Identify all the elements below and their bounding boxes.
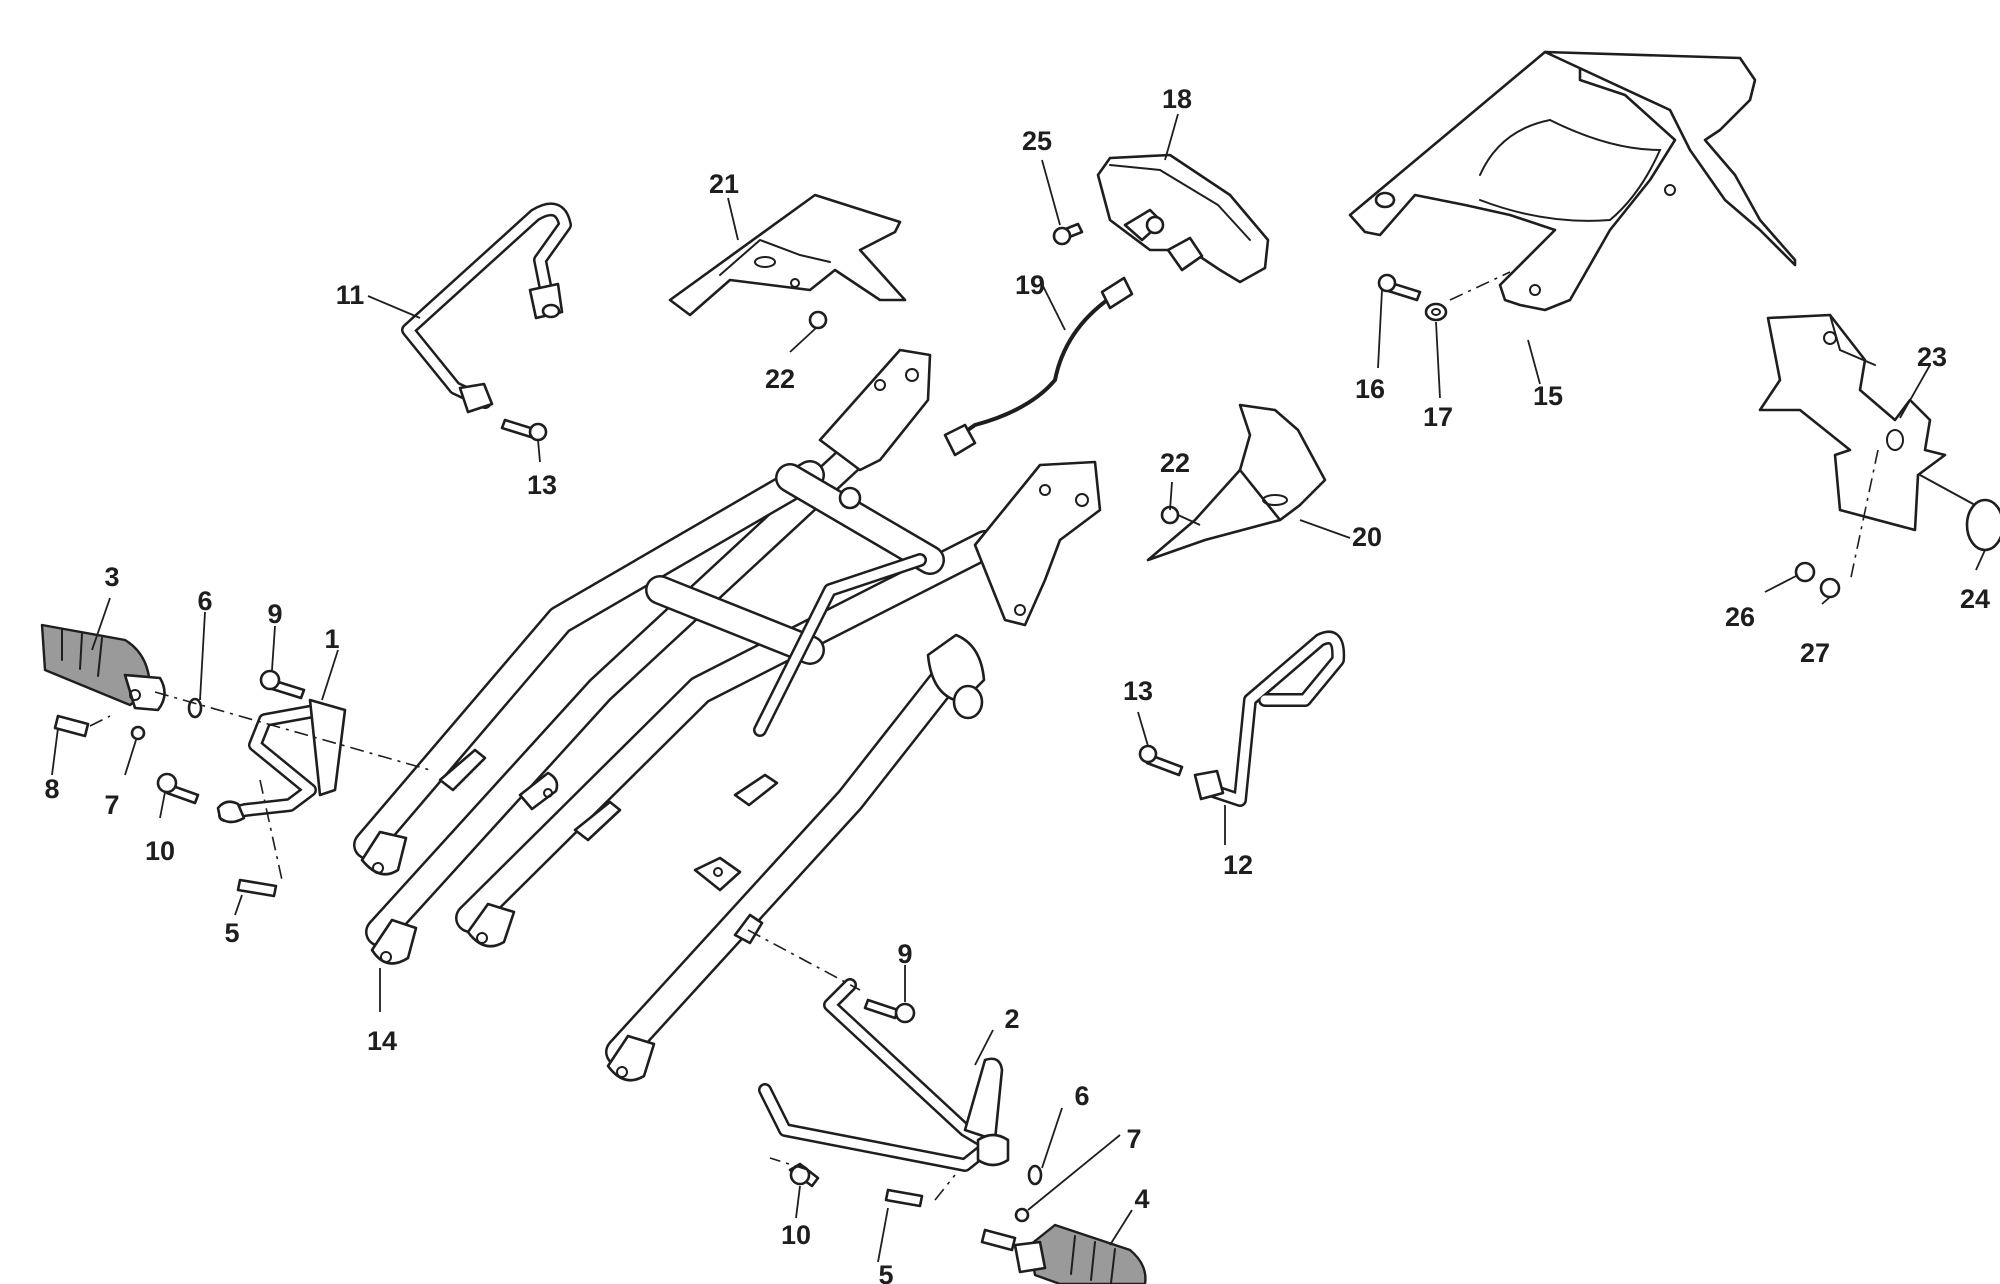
- callout-22b: 22: [1160, 448, 1190, 478]
- bolt-10-left: [156, 772, 200, 805]
- bolt-16: [1377, 273, 1422, 302]
- callout-13a: 13: [527, 470, 557, 500]
- bolt-13-upper: [500, 418, 548, 442]
- washer-27: [1819, 577, 1841, 599]
- bar-11: [401, 202, 572, 414]
- rear-subframe: [353, 348, 1102, 1082]
- callout-10a: 10: [145, 836, 175, 866]
- callout-6a: 6: [197, 586, 212, 616]
- callout-14: 14: [367, 1026, 397, 1056]
- assembly-lines: [89, 271, 1879, 1201]
- nut-26: [1794, 561, 1816, 583]
- spacer-17: [1424, 302, 1448, 322]
- callout-21: 21: [709, 169, 739, 199]
- callout-5b: 5: [878, 1260, 893, 1284]
- callout-3: 3: [104, 562, 119, 592]
- callout-18: 18: [1162, 84, 1192, 114]
- leader-lines: [51, 113, 1986, 1263]
- washer-6-left: [187, 697, 203, 719]
- callout-6b: 6: [1074, 1081, 1089, 1111]
- callouts: 1 2 3 4 5 5 6 6 7 7 8 9 9 10 10 11 12 13…: [44, 84, 1990, 1284]
- callout-9a: 9: [267, 599, 282, 629]
- bolt-13-lower: [1138, 744, 1184, 777]
- pin-5-right: [884, 1188, 924, 1208]
- callout-24: 24: [1960, 584, 1990, 614]
- bar-12: [1193, 630, 1346, 807]
- callout-16: 16: [1355, 374, 1385, 404]
- plate-bracket-23: [1758, 313, 1947, 532]
- callout-27: 27: [1800, 638, 1830, 668]
- nut-22-upper: [808, 310, 828, 330]
- washer-6-right: [1027, 1164, 1043, 1186]
- callout-26: 26: [1725, 602, 1755, 632]
- reflector-24: [1919, 474, 2000, 552]
- callout-15: 15: [1533, 381, 1563, 411]
- ball-7-right: [1014, 1207, 1030, 1223]
- spring-8-left: [53, 714, 90, 738]
- callout-9b: 9: [897, 939, 912, 969]
- callout-20: 20: [1352, 522, 1382, 552]
- callout-25: 25: [1022, 126, 1052, 156]
- callout-13b: 13: [1123, 676, 1153, 706]
- pin-5-left: [236, 878, 278, 898]
- callout-7a: 7: [104, 790, 119, 820]
- callout-2: 2: [1004, 1004, 1019, 1034]
- footpeg-4: [1013, 1223, 1147, 1284]
- footpeg-bracket-1: [216, 698, 347, 824]
- callout-5a: 5: [224, 918, 239, 948]
- cover-21: [668, 193, 907, 317]
- footpeg-3: [40, 623, 166, 712]
- callout-10b: 10: [781, 1220, 811, 1250]
- cover-20: [1146, 403, 1327, 562]
- bolt-9-left: [259, 669, 306, 700]
- callout-1: 1: [324, 624, 339, 654]
- callout-7b: 7: [1126, 1124, 1141, 1154]
- wiring-harness-19: [943, 276, 1134, 457]
- callout-12: 12: [1223, 850, 1253, 880]
- callout-8: 8: [44, 774, 59, 804]
- spring-8-right: [980, 1228, 1017, 1252]
- callout-22a: 22: [765, 364, 795, 394]
- bolt-9-right: [863, 998, 916, 1024]
- rear-mudguard-15: [1348, 50, 1797, 312]
- callout-23: 23: [1917, 342, 1947, 372]
- callout-19: 19: [1015, 270, 1045, 300]
- tail-light-18: [1096, 153, 1270, 284]
- callout-4: 4: [1134, 1184, 1149, 1214]
- callout-17: 17: [1423, 402, 1453, 432]
- callout-11: 11: [336, 280, 365, 310]
- footpeg-bracket-2: [758, 978, 1010, 1172]
- bolt-10-right: [788, 1162, 820, 1188]
- ball-7-left: [130, 725, 146, 741]
- screw-25: [1052, 222, 1084, 246]
